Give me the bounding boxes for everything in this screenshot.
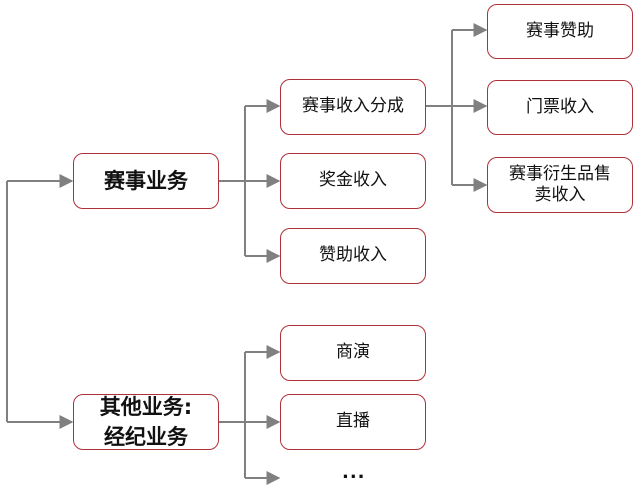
node-prize-income-label: 奖金收入 bbox=[319, 170, 387, 191]
node-event-business-label: 赛事业务 bbox=[104, 168, 188, 193]
node-other-business-label-line2: 经纪业务 bbox=[104, 425, 188, 449]
node-other-business: 其他业务: 经纪业务 bbox=[73, 394, 219, 450]
node-livestream-label: 直播 bbox=[336, 411, 370, 432]
node-ticket-income: 门票收入 bbox=[487, 80, 633, 135]
node-merch-income-label-line2: 卖收入 bbox=[534, 185, 586, 205]
node-event-sponsorship-label: 赛事赞助 bbox=[526, 20, 594, 41]
node-ticket-income-label: 门票收入 bbox=[526, 96, 594, 117]
node-event-revenue-share: 赛事收入分成 bbox=[280, 79, 426, 135]
node-other-business-label-line1: 其他业务: bbox=[99, 394, 193, 419]
node-livestream: 直播 bbox=[280, 394, 426, 450]
node-event-revenue-share-label: 赛事收入分成 bbox=[302, 96, 404, 117]
node-sponsorship-income-label: 赞助收入 bbox=[319, 245, 387, 266]
node-commercial-show: 商演 bbox=[280, 325, 426, 381]
node-ellipsis: ... bbox=[342, 462, 366, 483]
node-event-business: 赛事业务 bbox=[73, 153, 219, 209]
node-sponsorship-income: 赞助收入 bbox=[280, 228, 426, 284]
node-prize-income: 奖金收入 bbox=[280, 153, 426, 209]
node-merch-income: 赛事衍生品售 卖收入 bbox=[487, 157, 633, 213]
node-commercial-show-label: 商演 bbox=[336, 342, 370, 363]
node-merch-income-label-line1: 赛事衍生品售 bbox=[509, 163, 611, 184]
node-event-sponsorship: 赛事赞助 bbox=[487, 4, 633, 59]
